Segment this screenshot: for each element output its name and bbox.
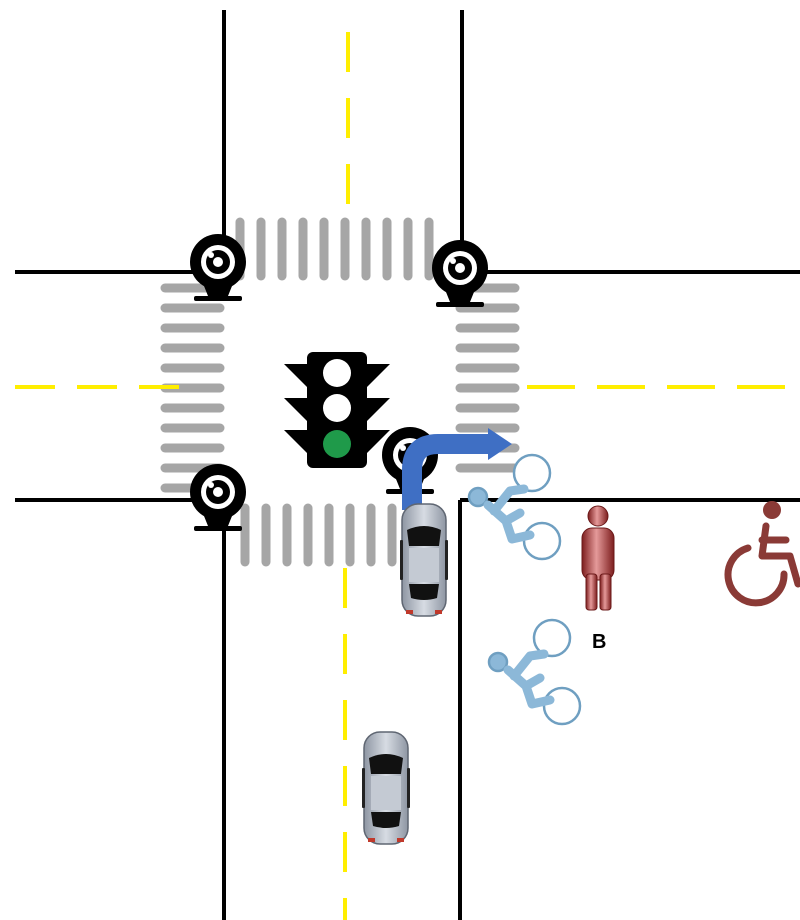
pedestrian-icon xyxy=(581,505,615,611)
camera-icon xyxy=(190,464,246,531)
green-light xyxy=(323,430,351,458)
road-edges xyxy=(15,10,800,920)
camera-icon xyxy=(432,240,488,307)
turn-arrow-icon xyxy=(402,428,512,510)
car-icon xyxy=(361,731,411,845)
pedestrian-label: B xyxy=(592,631,606,653)
bicycle-icon xyxy=(489,620,580,724)
center-line xyxy=(15,32,800,920)
traffic-light-icon xyxy=(284,352,390,468)
car-icon xyxy=(399,503,449,617)
crosswalk-north xyxy=(235,217,434,281)
crosswalk-south xyxy=(240,503,397,567)
wheelchair-icon xyxy=(724,501,800,607)
